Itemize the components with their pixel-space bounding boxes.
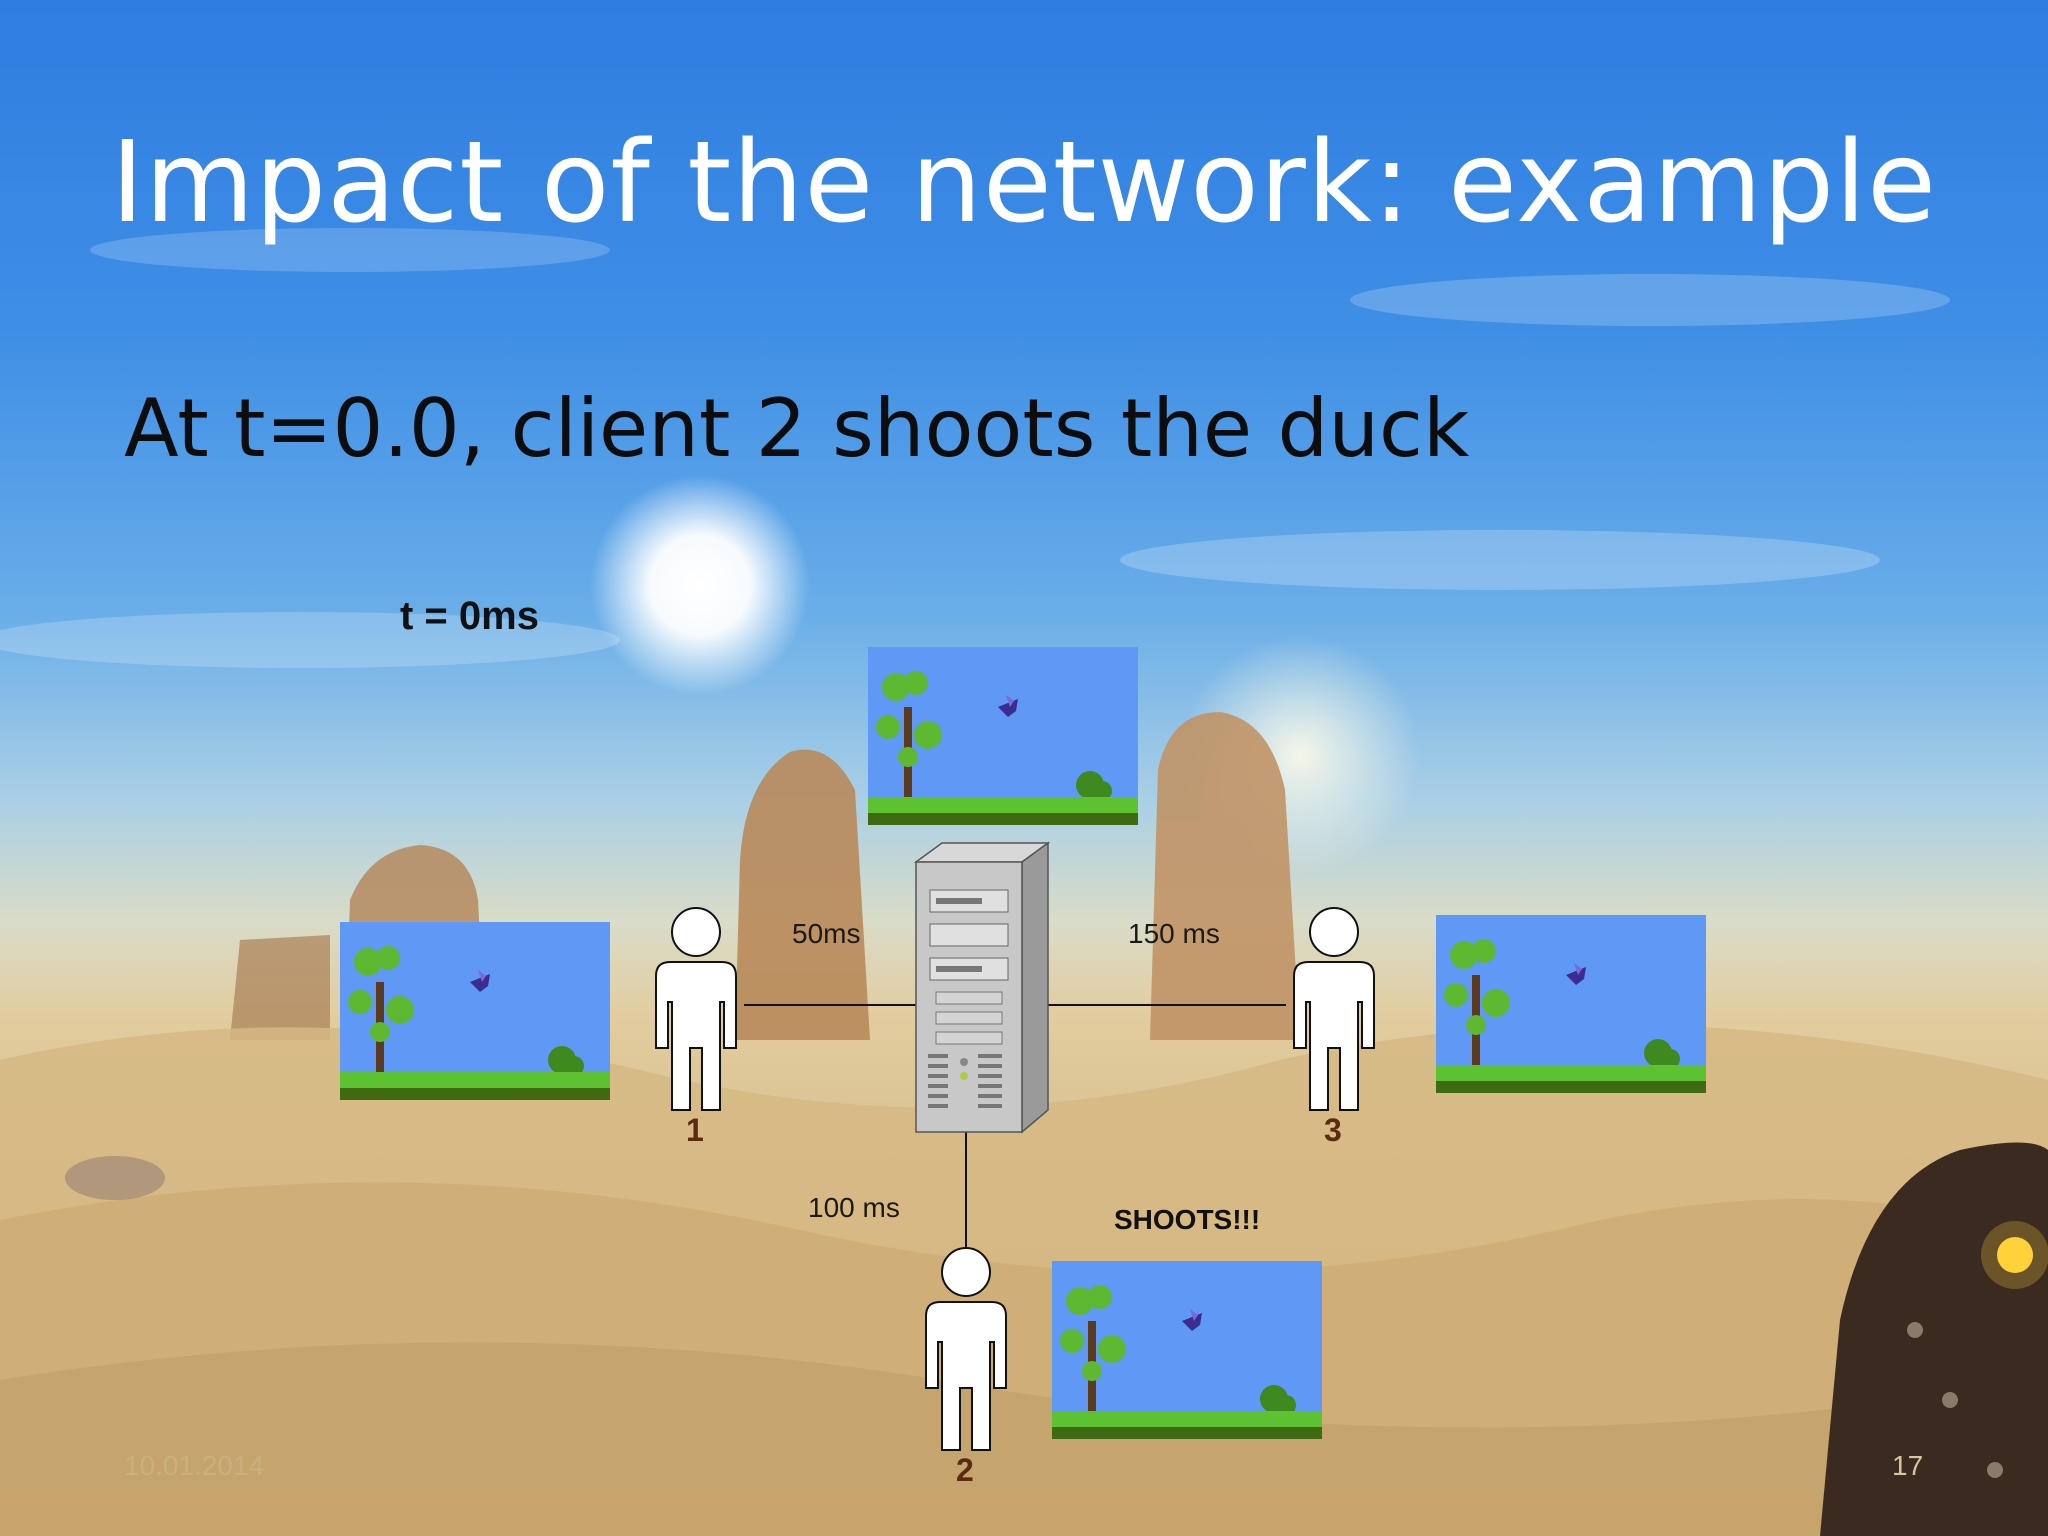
latency-label-client3: 150 ms — [1128, 918, 1220, 949]
client3-game-screen — [1436, 915, 1706, 1093]
client3-person-icon — [1293, 907, 1375, 1111]
page-number: 17 — [1892, 1450, 1924, 1481]
slide-subtitle: At t=0.0, client 2 shoots the duck — [124, 382, 1470, 475]
client1-game-screen — [340, 922, 610, 1100]
sun-left — [590, 475, 810, 695]
slide-title: Impact of the network: example — [110, 118, 1938, 248]
client1-person-icon — [655, 907, 737, 1111]
server-tower-icon — [913, 841, 1051, 1134]
footer-date: 10.01.2014 — [124, 1450, 265, 1481]
jawa-character — [1820, 1142, 2048, 1536]
latency-label-client1: 50ms — [792, 918, 861, 949]
rock-formation-center — [735, 749, 870, 1040]
client2-person-icon — [925, 1247, 1007, 1451]
client3-number: 3 — [1324, 1112, 1342, 1148]
time-label: t = 0ms — [400, 594, 539, 638]
shoots-label: SHOOTS!!! — [1114, 1204, 1261, 1235]
rock-formation-right — [1150, 712, 1300, 1040]
latency-label-client2: 100 ms — [808, 1192, 900, 1223]
server-game-screen — [868, 647, 1138, 825]
client2-game-screen — [1052, 1261, 1322, 1439]
client1-number: 1 — [686, 1112, 704, 1148]
client2-number: 2 — [956, 1452, 974, 1488]
